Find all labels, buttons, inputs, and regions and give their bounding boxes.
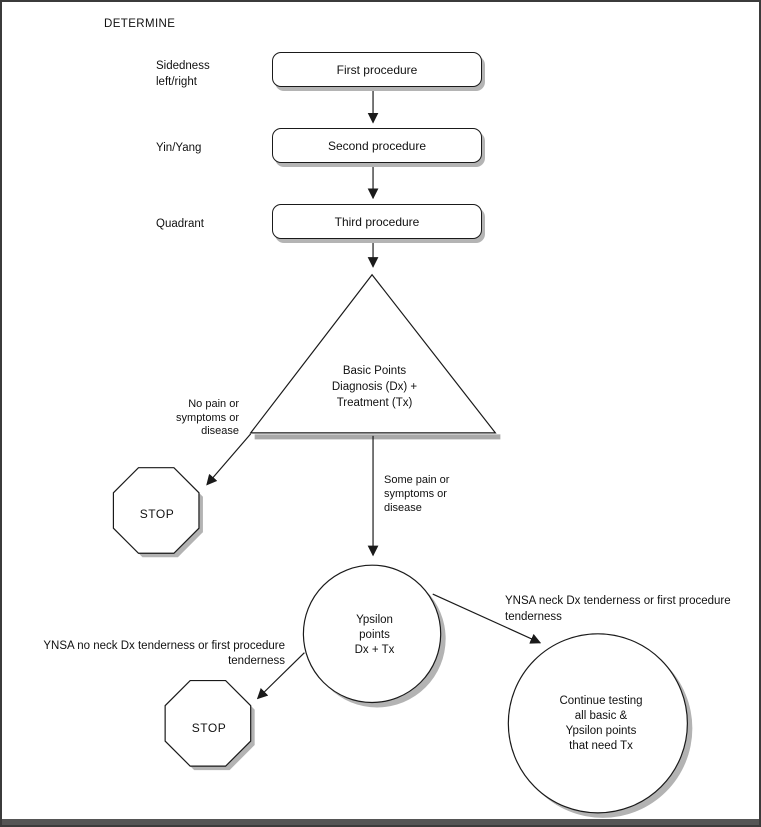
some-pain-label: Some pain or symptoms or disease (384, 474, 450, 514)
ynsa-no-neck-label: YNSA no neck Dx tenderness or first proc… (43, 640, 285, 667)
stop1-octagon (112, 467, 200, 554)
arrow-ynsa-no-neck-to-stop (256, 652, 305, 700)
ypsilon-points-label: Ypsilon points Dx + Tx (354, 614, 395, 656)
determine-heading: DETERMINE (104, 18, 176, 30)
bottom-rule (2, 819, 759, 825)
continue-circle (507, 633, 688, 814)
ynsa-neck-label: YNSA neck Dx tenderness or first procedu… (505, 595, 731, 623)
basic-points-triangle (249, 273, 497, 434)
first-procedure-label: First procedure (336, 62, 418, 77)
second-procedure-box: Second procedure (272, 128, 482, 163)
continue-testing-label: Continue testing all basic & Ypsilon poi… (559, 695, 643, 752)
first-procedure-box: First procedure (272, 52, 482, 87)
no-pain-label: No pain or symptoms or disease (176, 398, 239, 437)
third-procedure-label: Third procedure (334, 214, 420, 229)
step-label-quadrant: Quadrant (156, 218, 204, 230)
second-procedure-label: Second procedure (327, 138, 427, 153)
arrow-no-pain-to-stop (206, 433, 252, 486)
stop2-label: STOP (191, 721, 227, 735)
stop1-label: STOP (139, 507, 175, 521)
basic-points-label: Basic Points Diagnosis (Dx) + Treatment … (331, 365, 418, 409)
arrow-ynsa-neck-to-continue (432, 593, 542, 644)
stop2-octagon (164, 679, 252, 767)
step-label-sidedness: Sidedness left/right (156, 60, 210, 88)
ypsilon-circle (302, 564, 442, 704)
third-procedure-box: Third procedure (272, 204, 482, 239)
step-label-yin-yang: Yin/Yang (156, 142, 202, 154)
